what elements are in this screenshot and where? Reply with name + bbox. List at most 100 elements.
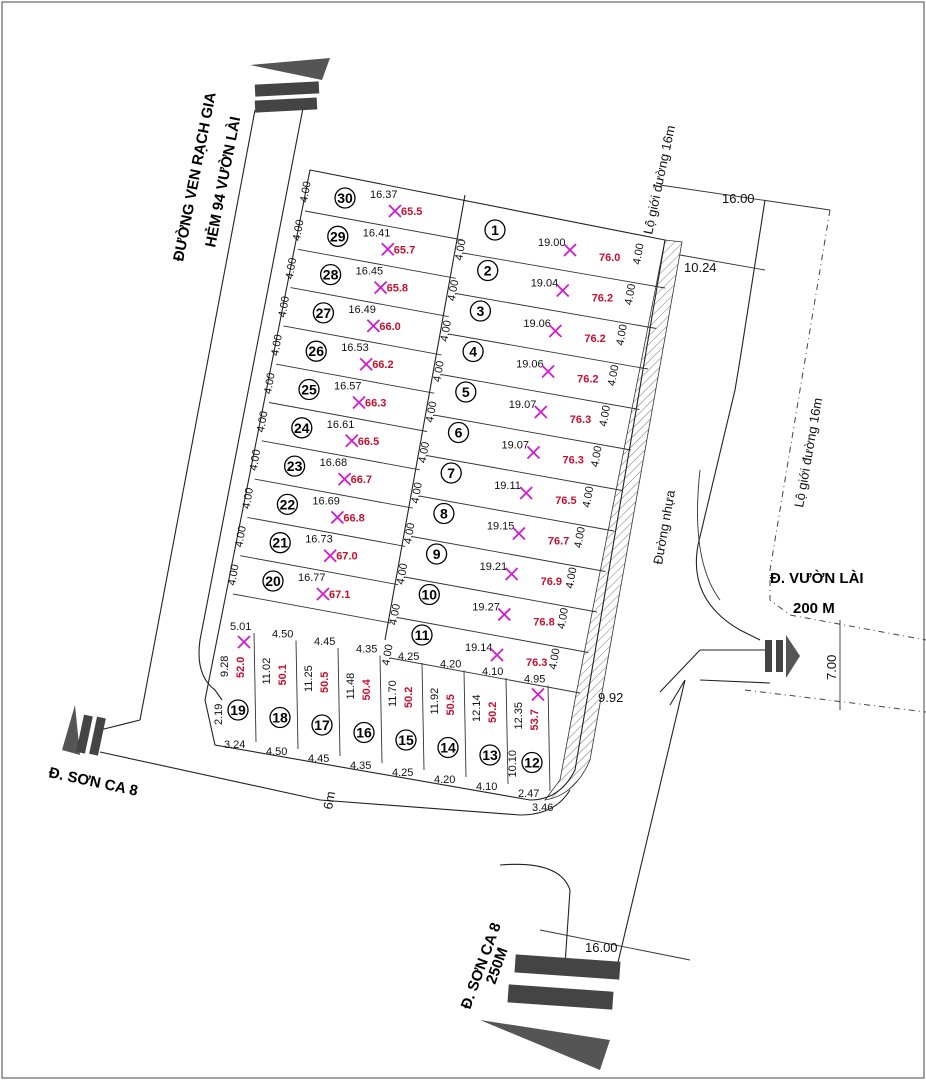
lot-area: 76.5	[555, 495, 576, 507]
lot-length: 19.15	[487, 521, 515, 533]
dim-line-16-bottom	[539, 929, 691, 961]
lot-number: 17	[314, 717, 330, 733]
road-south-curb	[319, 789, 571, 816]
lot-number-circle	[447, 421, 470, 444]
lot-number: 9	[433, 546, 441, 562]
lot-number-circle	[433, 502, 455, 525]
lot-length: 16.69	[312, 495, 340, 507]
lot-number: 27	[316, 305, 332, 321]
lot-number-circle	[425, 543, 448, 565]
label-left-road: Đ. SƠN CA 8	[47, 764, 139, 799]
lot-width: 4.00	[564, 566, 580, 589]
lot-depth: 12.35	[513, 702, 525, 730]
lot-width-inner: 4.00	[446, 279, 462, 302]
lot-number: 12	[524, 755, 540, 771]
lot-width: 4.00	[241, 487, 257, 510]
lot-divider	[247, 516, 406, 547]
dim-6m: 6m	[320, 790, 338, 810]
lot-width-inner: 4.00	[409, 481, 425, 504]
lot-number: 26	[308, 343, 324, 359]
lot-bottom-width: 4.20	[434, 774, 455, 786]
lot-divider	[297, 248, 456, 279]
lot-marker-cross	[366, 319, 381, 333]
lot-top-width: 4.25	[398, 651, 419, 663]
label-right-road-2: 200 M	[793, 600, 835, 617]
lot-divider	[276, 363, 435, 394]
lot-length: 16.37	[370, 189, 398, 201]
lot-marker-cross	[345, 434, 359, 448]
lot-bottom-width: 3.24	[224, 739, 245, 751]
lot-number-circle	[411, 624, 433, 646]
lot-top-width: 4.10	[482, 666, 503, 678]
lot-divider	[411, 536, 606, 572]
lot-width-inner: 4.00	[395, 562, 411, 585]
lot-depth: 11.25	[303, 665, 315, 692]
lot-number: 25	[301, 382, 317, 398]
lot-area: 52.0	[235, 657, 247, 678]
lot-marker-cross	[512, 526, 526, 541]
lot-divider	[232, 593, 392, 624]
lot-number: 3	[477, 303, 485, 319]
lot-number-circle	[269, 706, 291, 729]
lot-length: 19.00	[538, 237, 566, 249]
sidewalk-hatch	[544, 239, 683, 801]
lot-area: 65.7	[394, 244, 415, 256]
lot-area: 76.2	[592, 293, 613, 305]
lot-bottom-width: 2.47	[518, 788, 539, 800]
lot-number-circle	[276, 493, 299, 516]
lot-depth: 11.92	[429, 688, 441, 715]
road-right-curve-2	[669, 679, 686, 706]
lot-width: 4.00	[598, 404, 614, 427]
lot-number: 18	[272, 710, 288, 726]
lot-width-inner: 4.00	[380, 643, 396, 666]
lot-side: 2.19	[213, 704, 225, 725]
lot-divider	[462, 252, 666, 289]
lot-length: 16.73	[305, 534, 333, 546]
lot-length: 19.21	[480, 561, 508, 573]
lot-marker-cross	[556, 283, 570, 298]
lot-marker-cross	[388, 204, 402, 218]
lot-width: 4.00	[226, 563, 242, 586]
lot-number-circle	[298, 378, 320, 401]
lot-width: 4.00	[284, 257, 300, 280]
lot-width-inner: 4.00	[387, 603, 403, 626]
lot-area: 66.0	[379, 321, 400, 333]
lot-number: 11	[415, 627, 430, 643]
lot-length: 19.04	[531, 278, 559, 290]
lot-top-width: 4.20	[440, 659, 461, 671]
lot-area: 76.0	[599, 252, 620, 264]
lot-marker-cross	[330, 510, 345, 525]
lot-number: 23	[287, 458, 303, 474]
road-right-curve	[659, 649, 701, 693]
lot-marker-cross	[359, 357, 373, 371]
lot-area: 76.9	[541, 576, 562, 588]
lot-divider	[433, 414, 632, 451]
lot-area: 50.5	[445, 694, 457, 715]
lot-length: 16.49	[348, 304, 376, 316]
lot-number-circle	[484, 219, 506, 241]
lot-divider	[404, 576, 598, 613]
lot-number: 8	[440, 506, 448, 522]
road-limit-line-right	[769, 209, 926, 641]
road-right-branch-bottom	[699, 679, 771, 684]
lot-width-inner: 4.00	[431, 360, 447, 383]
lot-width: 4.00	[262, 372, 278, 395]
lot-number-circle	[477, 259, 499, 282]
lot-width: 4.00	[547, 647, 563, 670]
lot-length: 19.06	[516, 359, 544, 371]
lot-divider	[441, 374, 640, 410]
road-limit-line-lower	[744, 689, 926, 713]
lot-bottom-width: 4.35	[350, 760, 371, 772]
lot-length: 19.14	[465, 642, 493, 654]
lot-number-circle	[327, 225, 349, 247]
